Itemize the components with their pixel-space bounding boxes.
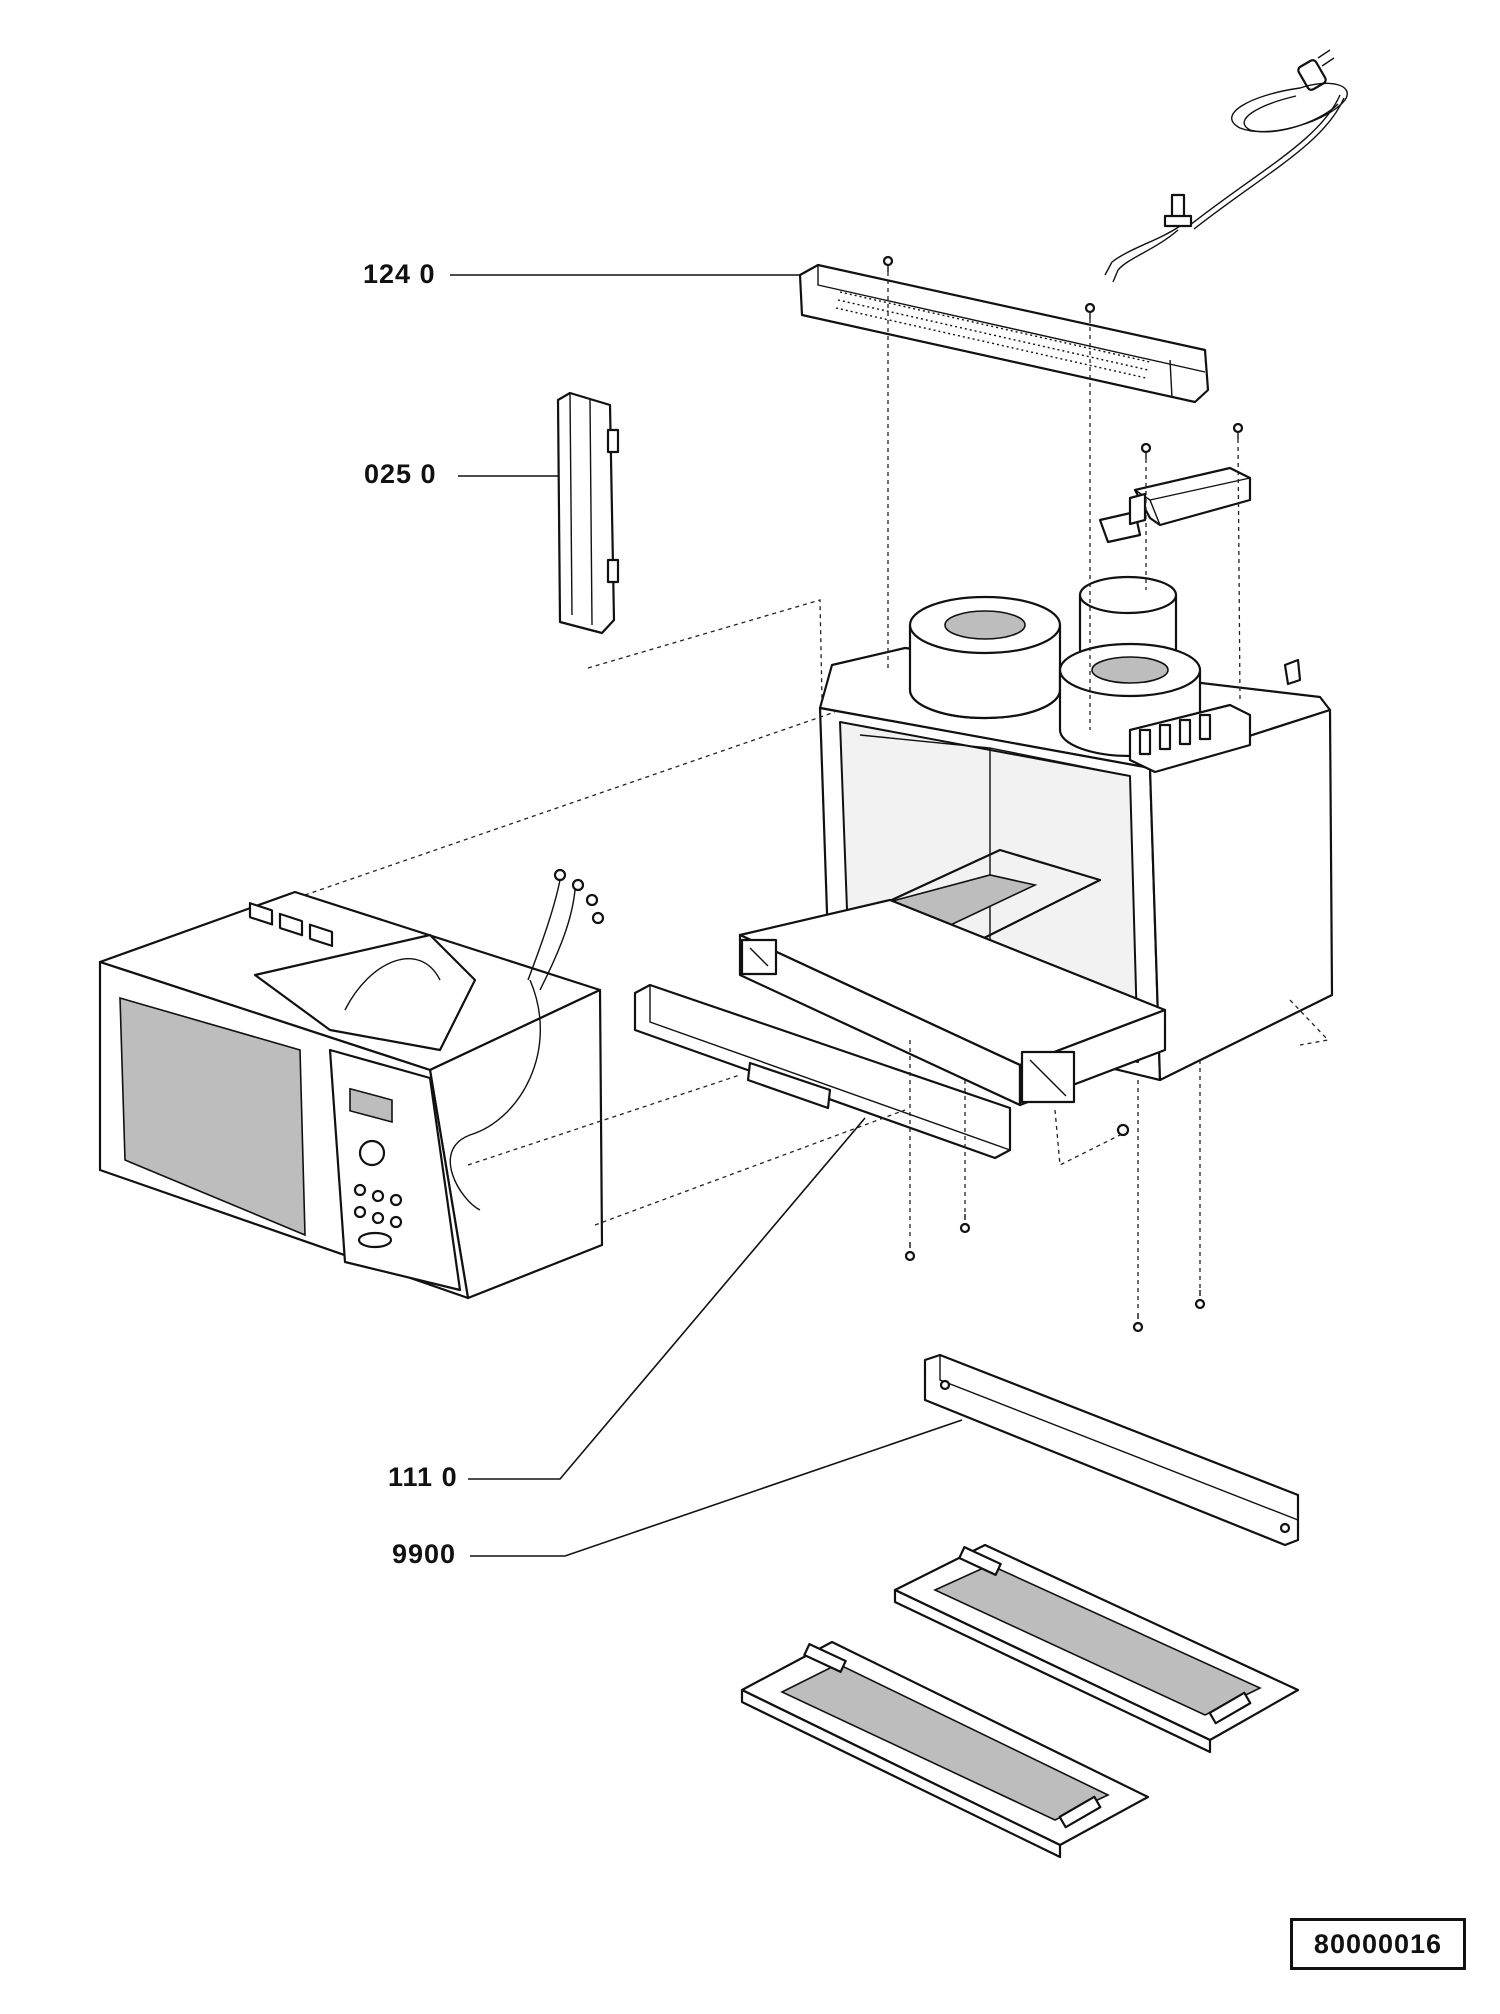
document-number: 80000016: [1313, 1928, 1443, 1959]
duct-assembly: [738, 898, 1167, 1107]
callout-leaders: [450, 274, 963, 1557]
control-board: [1128, 658, 1302, 774]
callout-label-top-grille: 124 0: [363, 259, 436, 289]
document-number-box: 80000016: [1290, 1918, 1466, 1970]
power-cord: [1104, 49, 1348, 283]
grease-filter-lower: [740, 1640, 1150, 1859]
mounting-rail-part: [923, 1353, 1300, 1547]
blower-motor-left: [908, 595, 1062, 720]
side-trim-part: [556, 391, 620, 635]
callout-label-side-trim: 025 0: [364, 459, 437, 489]
callout-label-lower-trim: 111 0: [388, 1462, 458, 1492]
assembly-lines: [304, 272, 1330, 1312]
lower-trim-bar-part: [633, 983, 1012, 1160]
grease-filter-upper: [893, 1543, 1300, 1754]
top-grille-part: [798, 263, 1210, 404]
small-bracket: [1098, 466, 1252, 544]
microwave-oven: [98, 868, 605, 1300]
screw-set-top: [882, 255, 1244, 459]
callout-label-mounting-rail: 9900: [392, 1539, 457, 1569]
screw-set-bottom: [904, 1123, 1206, 1333]
